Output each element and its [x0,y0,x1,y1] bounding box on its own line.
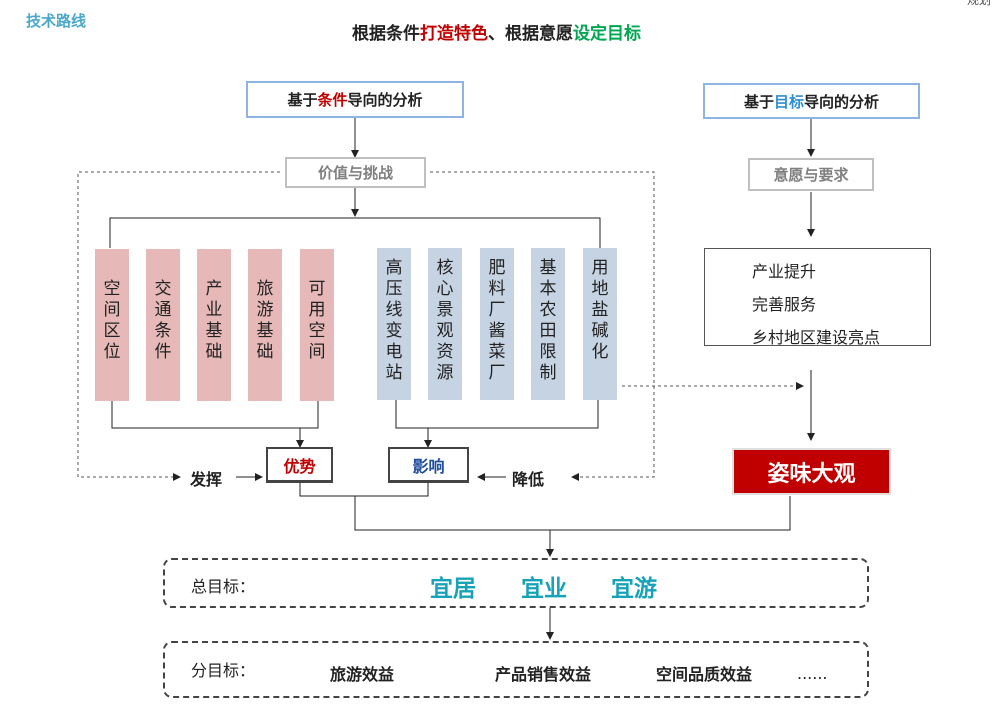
strength-card: 交通条件 [146,249,180,401]
sub-goal-item: 旅游效益 [330,665,395,684]
constraint-card: 高压线变电站 [377,248,411,400]
condition-analysis-box: 基于条件导向的分析 [246,81,464,118]
constraint-card: 用地盐碱化 [583,248,617,400]
goal-word: 宜游 [611,576,657,602]
sub-goals-label: 分目标： [191,661,256,680]
sub-goal-item: 空间品质效益 [656,665,753,684]
wish-requirement-box: 意愿与要求 [748,158,874,191]
target-heading-pre: 基于 [743,92,774,111]
highlight-box: 姿味大观 [732,448,891,495]
list-item: 乡村地区建设亮点 [752,328,881,347]
list-item: 完善服务 [752,295,817,314]
list-item: 产业提升 [752,262,817,281]
sub-goal-item: 产品销售效益 [495,665,592,684]
strength-card: 空间区位 [95,249,129,401]
strength-card: 可用空间 [300,249,334,401]
constraint-card: 肥料厂酱菜厂 [480,248,514,400]
title-part-1: 根据条件 [352,24,420,44]
goal-word: 宜居 [430,576,476,602]
target-heading-key: 目标 [773,92,804,111]
title-part-4: 设定目标 [573,24,641,44]
constraint-card: 核心景观资源 [428,248,462,400]
target-analysis-box: 基于目标导向的分析 [703,83,920,119]
strength-card: 产业基础 [197,249,231,401]
page-title: 根据条件打造特色、根据意愿设定目标 [0,19,993,44]
reduce-label: 降低 [512,470,545,489]
condition-heading-pre: 基于 [287,91,318,109]
condition-heading-key: 条件 [317,91,348,109]
target-heading-post: 导向的分析 [804,92,880,111]
impact-box: 影响 [388,447,469,483]
requirement-list: 产业提升 完善服务 乡村地区建设亮点 [704,248,931,347]
constraint-card: 基本农田限制 [531,248,565,400]
condition-heading-post: 导向的分析 [347,91,423,109]
title-part-2: 打造特色 [420,24,488,44]
sub-goals-box [163,641,869,698]
leverage-label: 发挥 [190,470,223,489]
title-part-3: 、根据意愿 [488,24,573,44]
overall-goal-box [163,558,869,608]
overall-goal-label: 总目标： [191,577,256,596]
value-challenge-box: 价值与挑战 [285,157,426,188]
corner-text: 规划 [966,0,991,7]
goal-word: 宜业 [521,576,567,602]
section-tag: 技术路线 [26,12,87,30]
strength-card: 旅游基础 [248,249,282,401]
advantage-box: 优势 [266,447,333,483]
sub-goal-item: ...... [797,664,828,683]
